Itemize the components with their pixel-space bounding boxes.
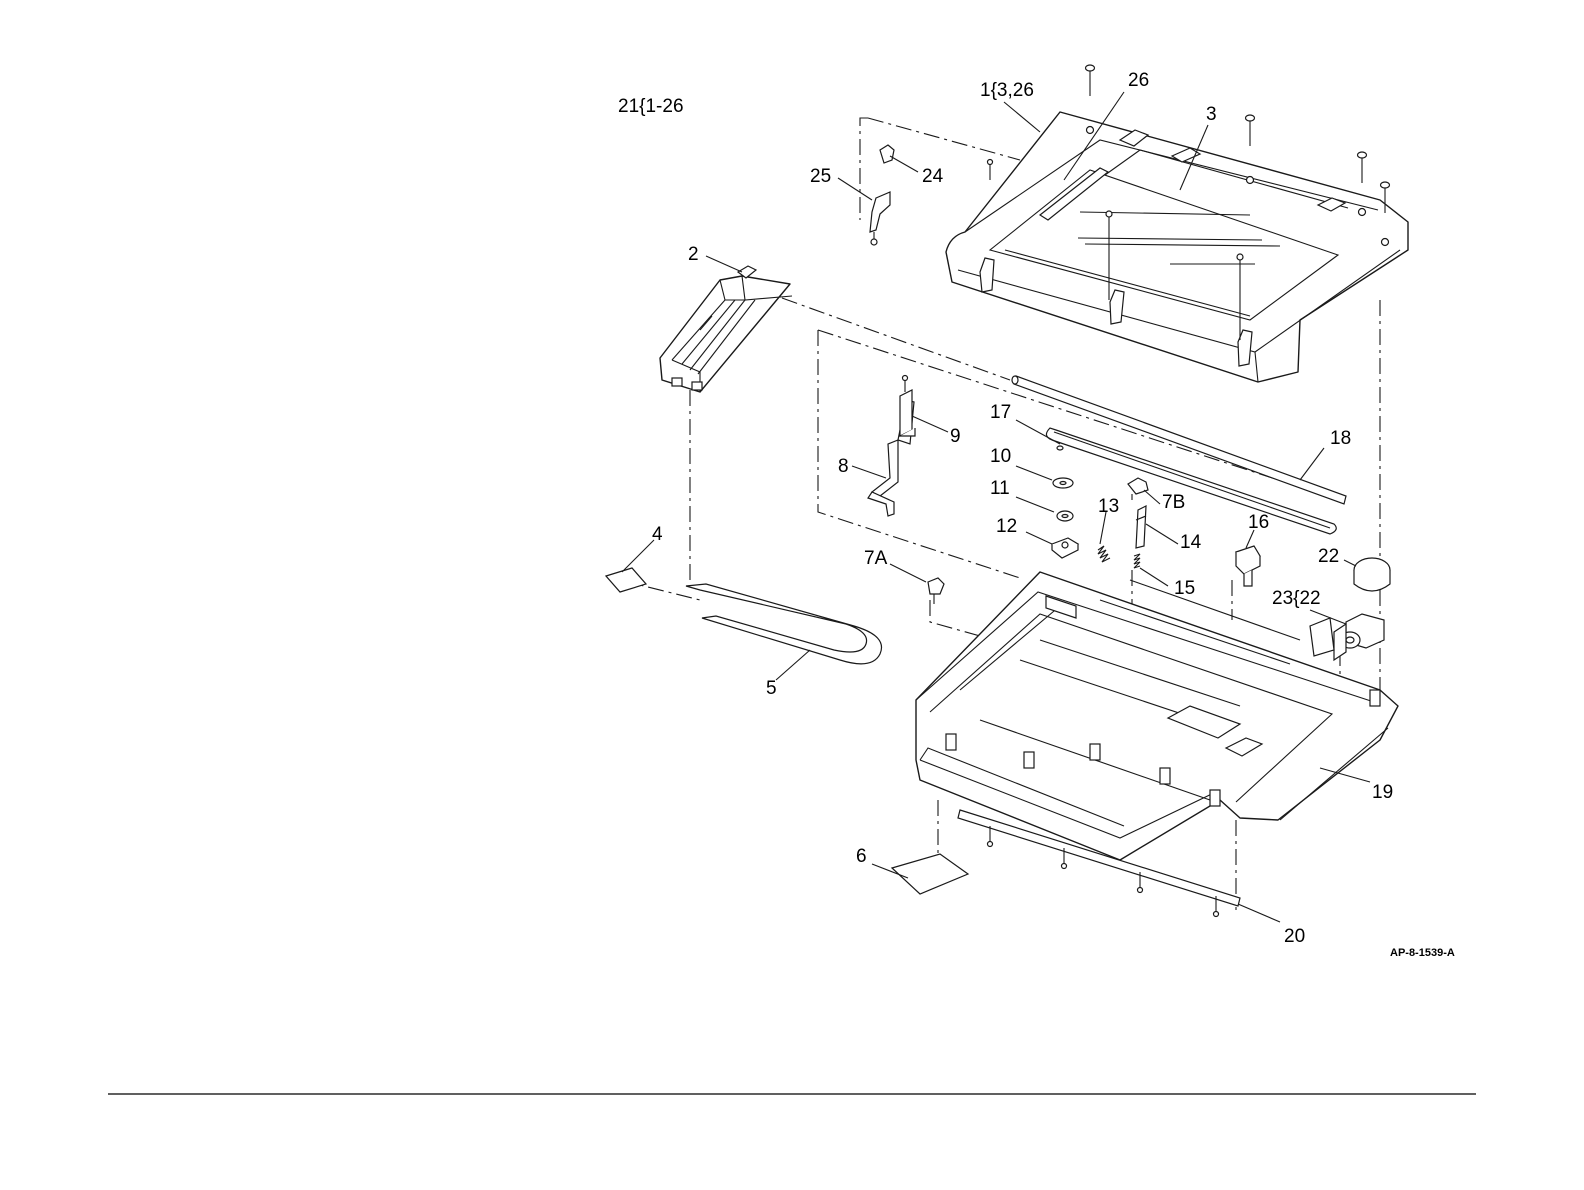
callout-13: 13 <box>1098 496 1119 517</box>
part-sensor-16 <box>1236 546 1260 586</box>
callout-7B: 7B <box>1162 492 1185 513</box>
part-base-frame-19 <box>916 572 1398 860</box>
part-spring-15 <box>1134 554 1140 568</box>
callout-19: 19 <box>1372 782 1393 803</box>
callout-11: 11 <box>990 478 1010 499</box>
callout-3: 3 <box>1206 104 1217 125</box>
callout-6: 6 <box>856 846 867 867</box>
part-motor-22 <box>1354 558 1390 591</box>
callout-15: 15 <box>1174 578 1195 599</box>
part-flat-cable-5 <box>686 584 882 664</box>
callout-26: 26 <box>1128 70 1149 91</box>
part-scan-head <box>660 266 792 392</box>
part-bracket-25 <box>870 145 894 245</box>
callout-21: 21{1-26 <box>618 96 684 117</box>
callout-4: 4 <box>652 524 663 545</box>
callout-17: 17 <box>990 402 1011 423</box>
callout-24: 24 <box>922 166 944 187</box>
callout-5: 5 <box>766 678 777 699</box>
part-drive-unit-23 <box>1334 614 1384 660</box>
part-pad-6 <box>892 854 968 894</box>
callout-10: 10 <box>990 446 1011 467</box>
figure-reference: AP-8-1539-A <box>1390 947 1455 959</box>
callout-14: 14 <box>1180 532 1202 553</box>
callout-8: 8 <box>838 456 849 477</box>
callout-18: 18 <box>1330 428 1351 449</box>
part-pad-4 <box>606 568 646 592</box>
callout-1: 1{3,26 <box>980 80 1034 101</box>
callout-16: 16 <box>1248 512 1269 533</box>
callout-20: 20 <box>1284 926 1305 947</box>
callout-9: 9 <box>950 426 961 447</box>
part-gear-stack <box>1052 446 1078 558</box>
part-clip-7B <box>1128 478 1148 500</box>
callout-7A: 7A <box>864 548 888 569</box>
callout-23: 23{22 <box>1272 588 1321 609</box>
part-top-cover <box>946 112 1408 382</box>
callout-25: 25 <box>810 166 831 187</box>
callout-22: 22 <box>1318 546 1339 567</box>
part-lever-14 <box>1136 506 1146 548</box>
part-spring-13 <box>1098 546 1110 562</box>
callout-2: 2 <box>688 244 699 265</box>
callout-12: 12 <box>996 516 1017 537</box>
